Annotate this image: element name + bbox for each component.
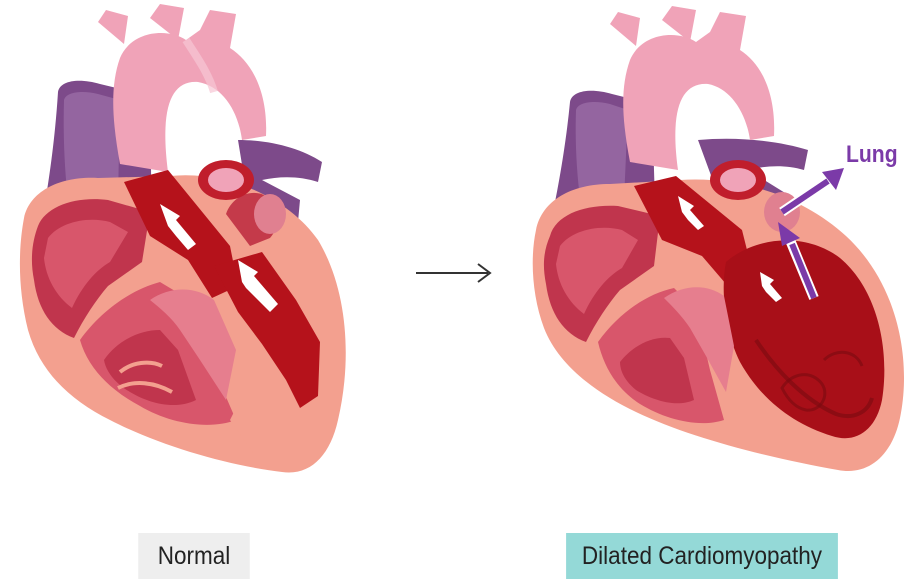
dilated-heart-illustration [520, 0, 914, 500]
right-arrow-icon [410, 258, 496, 288]
normal-heart-illustration [0, 0, 380, 500]
caption-normal: Normal [138, 533, 250, 579]
purple-lung-arrow-icon [782, 168, 844, 212]
lung-label: Lung [846, 141, 898, 169]
caption-dilated-cardiomyopathy: Dilated Cardiomyopathy [566, 533, 838, 579]
